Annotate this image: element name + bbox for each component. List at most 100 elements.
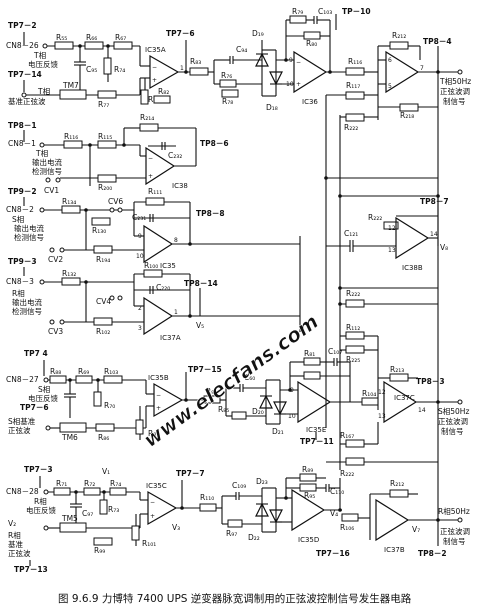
tp7-3-label: TP7－3 — [24, 465, 53, 474]
r97-label: R₉₇ — [226, 529, 237, 538]
r-out-label-3: 检测信号 — [12, 306, 42, 316]
ic38-opamp — [145, 146, 176, 186]
ic35e-opamp — [297, 380, 332, 424]
r222m-label: R₂₂₂ — [368, 213, 382, 222]
section-r-voltage-feedback: TP7－3 CN8－28 R相 电压反馈 R₇₁ R₇₂ R₇₄ V₁ C₉₇ … — [6, 465, 470, 574]
tm5-trimmer — [59, 522, 87, 533]
figure-caption: 图 9.6.9 力博特 7400 UPS 逆变器脉宽调制用的正弦波控制信号发生器… — [58, 592, 412, 605]
section-s-voltage-feedback: TP7 4 CN8－27 S相 电压反馈 R₈₈ R₆₉ R₁₀₃ R₇₀ TP… — [6, 323, 469, 478]
r-out-label-2: 输出电流 — [12, 297, 42, 307]
r74-label: R₇₄ — [114, 65, 125, 74]
r89-label: R₈₉ — [302, 465, 313, 474]
d21-label: D₂₁ — [272, 427, 284, 436]
svg-text:+: + — [152, 77, 157, 84]
tp8-14-label: TP8－14 — [184, 279, 218, 288]
r83-resistor — [189, 67, 209, 76]
svg-text:12: 12 — [378, 389, 386, 396]
r67-label: R₆₇ — [115, 33, 126, 42]
svg-text:9: 9 — [290, 387, 294, 394]
r-vfb-label-1: R相 — [34, 496, 47, 506]
t-out-label-2: 输出电流 — [32, 157, 62, 167]
s-vfb-label-2: 电压反馈 — [28, 393, 58, 403]
ic37c-label: IC37C — [394, 394, 415, 402]
cn8-1-label: CN8－1 — [8, 139, 36, 148]
r194-label: R₁₉₄ — [96, 255, 110, 264]
r72-label: R₇₂ — [84, 479, 95, 488]
r79-resistor — [289, 15, 307, 24]
r-ref-label-3: 正弦波 — [8, 548, 31, 558]
c60-label: C₆₀ — [244, 373, 255, 382]
r66-resistor — [84, 41, 104, 50]
svg-text:9: 9 — [138, 233, 142, 240]
r130-label: R₁₃₀ — [92, 226, 106, 235]
ic38b-label: IC38B — [402, 264, 423, 272]
t-ref-label-1: T相 — [37, 86, 50, 96]
s-out-label-1: S相 — [12, 214, 24, 224]
r-out-label-1: R相 — [12, 288, 25, 298]
r-output-label-2: 正弦波调 — [440, 526, 470, 536]
svg-text:9: 9 — [289, 57, 293, 64]
ic35b-label: IC35B — [148, 374, 169, 382]
r86-label: R₈₆ — [98, 433, 109, 442]
t-vfb-label-2: 电压反馈 — [28, 59, 58, 69]
c97-label: C₉₇ — [82, 509, 93, 518]
r103-label: R₁₀₃ — [104, 367, 118, 376]
r76-resistor — [219, 79, 237, 88]
r213-label: R₂₁₃ — [390, 365, 404, 374]
tp-10-label: TP－10 — [342, 7, 371, 16]
ic35e-label: IC35E — [306, 426, 326, 434]
svg-text:−: − — [156, 392, 161, 399]
r85-label: R₈₅ — [218, 405, 229, 414]
t-out-label-3: 检测信号 — [32, 166, 62, 176]
r-ref-label-1: R相 — [8, 530, 21, 540]
r77-label: R₇₇ — [98, 100, 109, 109]
cv3-label: CV3 — [48, 327, 63, 336]
cv4-label: CV4 — [96, 297, 111, 306]
cv2-label: CV2 — [48, 255, 63, 264]
svg-text:2: 2 — [138, 305, 142, 312]
r100-label: R₁₀₀ — [144, 261, 158, 270]
tp7-14-label: TP7－14 — [8, 70, 42, 79]
ic38-label: IC38 — [172, 182, 188, 190]
r110-label: R₁₁₀ — [200, 493, 214, 502]
section-t-output-current: TP8－1 CN8－1 T相 输出电流 检测信号 R₁₁₆ R₁₁₅ R₂₁₄ … — [8, 113, 229, 195]
tp7-6-label: TP7－6 — [166, 29, 195, 38]
v7-label: V₇ — [412, 525, 420, 534]
tp7-4-label: TP7 4 — [24, 349, 48, 358]
r214-label: R₂₁₄ — [140, 113, 154, 122]
r111-label: R₁₁₁ — [148, 187, 162, 196]
r116b-label: R₁₁₆ — [64, 132, 78, 141]
svg-text:12: 12 — [388, 225, 396, 232]
r222t-label: R₂₂₂ — [344, 123, 358, 132]
ic35d-label: IC35D — [298, 536, 319, 544]
ic35c-opamp — [147, 490, 178, 526]
tm6-trimmer — [59, 422, 87, 433]
ic38b-opamp — [395, 216, 430, 260]
svg-text:+: + — [148, 173, 153, 180]
r132-label: R₁₃₂ — [62, 269, 76, 278]
s-output-label-1: S相50Hz — [438, 406, 469, 416]
r218-label: R₂₁₈ — [400, 111, 414, 120]
svg-text:3: 3 — [138, 325, 142, 332]
ic35b-opamp — [153, 382, 184, 418]
v1-label: V₁ — [102, 467, 110, 476]
t-out-label-1: T相 — [35, 148, 48, 158]
ic35d-opamp — [291, 488, 326, 532]
tp8-6-label: TP8－6 — [200, 139, 229, 148]
r83-label: R₈₃ — [190, 57, 201, 66]
v2-label: V₂ — [8, 519, 16, 528]
c107-label: C₁₀₇ — [328, 347, 342, 356]
s-output-label-3: 制信号 — [441, 426, 464, 436]
r84-resistor — [140, 89, 149, 105]
svg-text:6: 6 — [388, 57, 392, 64]
ic36-label: IC36 — [302, 98, 318, 106]
cn8-2-label: CN8－2 — [6, 205, 34, 214]
tm5-label: TM5 — [61, 514, 78, 523]
c95-label: C₉₅ — [86, 65, 97, 74]
svg-text:−: − — [296, 59, 301, 66]
svg-text:8: 8 — [174, 237, 178, 244]
tm6-label: TM6 — [61, 433, 78, 442]
r-output-label-1: R相50Hz — [438, 506, 470, 516]
v8-label: V₈ — [440, 243, 448, 252]
